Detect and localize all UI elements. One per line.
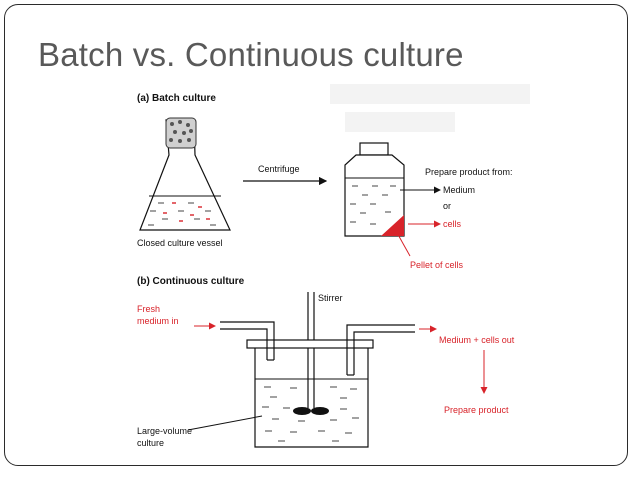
centrifuge-bottle (344, 142, 405, 237)
closed-vessel-label: Closed culture vessel (137, 238, 223, 248)
prepare-product-label: Prepare product (444, 405, 509, 415)
impeller-blade-left (293, 407, 311, 415)
impeller-blade-right (311, 407, 329, 415)
large-volume-pointer (187, 415, 263, 431)
medium-cells-out-label: Medium + cells out (439, 335, 515, 345)
slide-title: Batch vs. Continuous culture (38, 36, 464, 73)
continuous-heading: (b) Continuous culture (137, 276, 245, 287)
cells-option-label: cells (443, 219, 462, 229)
batch-heading: (a) Batch culture (137, 93, 216, 104)
cell-pellet (381, 215, 404, 236)
closed-culture-flask (139, 117, 231, 231)
large-volume-label-line1: Large-volume (137, 426, 192, 436)
continuous-vessel (246, 339, 374, 448)
fresh-medium-label-line2: medium in (137, 316, 179, 326)
stirrer (293, 292, 329, 415)
inlet-pipe (220, 321, 275, 361)
medium-option-label: Medium (443, 185, 475, 195)
background-ghost-text (330, 84, 530, 132)
outlet-pipe (346, 324, 415, 376)
centrifuge-label: Centrifuge (258, 164, 300, 174)
stirrer-label: Stirrer (318, 293, 343, 303)
pellet-pointer (395, 230, 411, 257)
slide-frame (4, 4, 628, 466)
large-volume-label-line2: culture (137, 438, 164, 448)
fresh-medium-label-line1: Fresh (137, 304, 160, 314)
pellet-label: Pellet of cells (410, 260, 464, 270)
prepare-from-label: Prepare product from: (425, 167, 513, 177)
or-label: or (443, 201, 451, 211)
